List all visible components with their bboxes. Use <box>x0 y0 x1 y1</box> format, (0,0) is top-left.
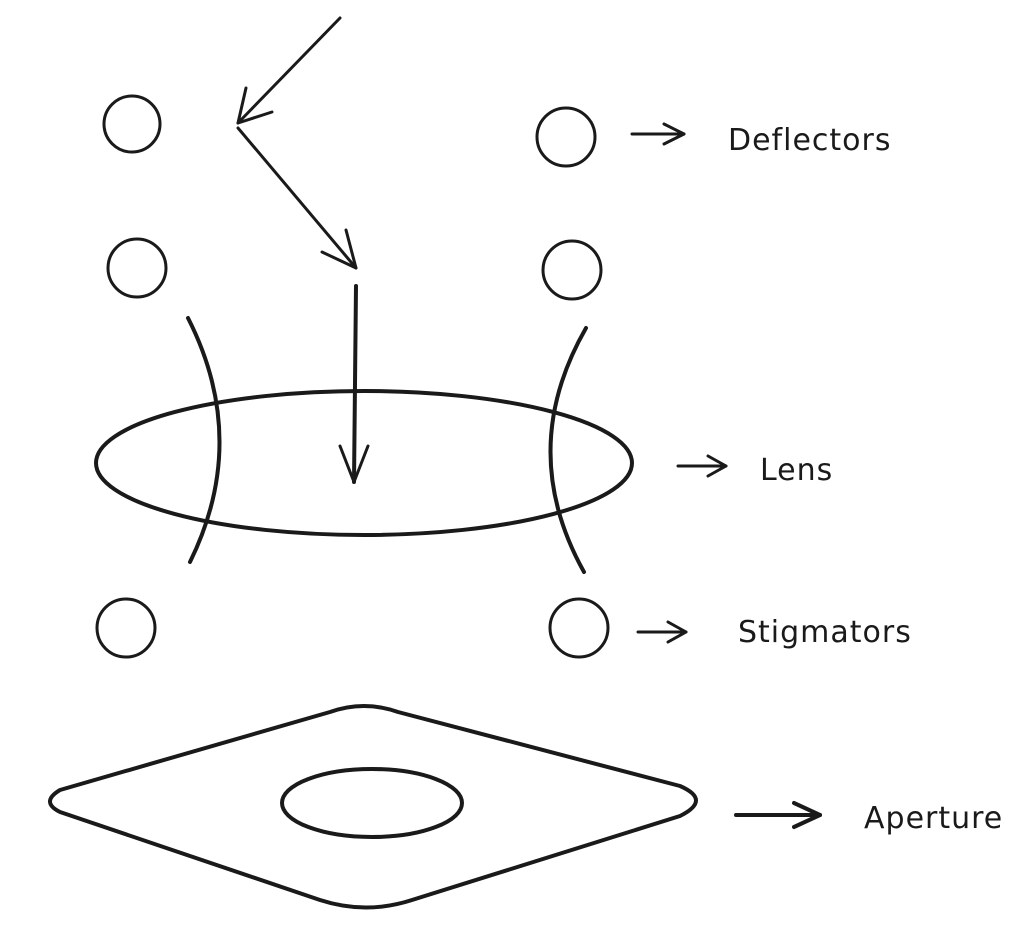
incoming-beam-arrow <box>236 16 342 125</box>
lens-ellipse <box>94 389 634 537</box>
deflector-circle-top-right <box>535 106 597 168</box>
stigmator-circle-right <box>548 597 610 659</box>
deflectors-label: Deflectors <box>728 123 892 158</box>
vertical-beam-arrow <box>338 284 370 484</box>
deflectors-pointer-arrow <box>630 122 686 146</box>
aperture-label: Aperture <box>864 801 1003 836</box>
aperture-hole <box>280 767 464 839</box>
lens-pole-right <box>548 326 588 574</box>
deflector-circle-top-left <box>102 94 162 154</box>
lens-label: Lens <box>760 453 833 488</box>
lens-pointer-arrow <box>676 454 728 478</box>
aperture-pointer-arrow <box>734 801 822 829</box>
stigmators-pointer-arrow <box>636 620 688 644</box>
deflector-circle-mid-left <box>106 237 168 299</box>
lens-pole-left <box>186 316 222 564</box>
aperture-plate <box>48 704 698 910</box>
deflector-circle-mid-right <box>541 239 603 301</box>
stigmators-label: Stigmators <box>738 615 912 650</box>
deflected-beam-arrow <box>236 126 358 270</box>
stigmator-circle-left <box>95 597 157 659</box>
